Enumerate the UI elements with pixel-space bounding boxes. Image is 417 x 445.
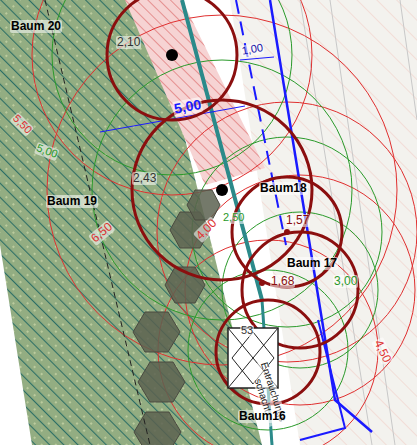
dimension: 2,43 [132,172,157,185]
dimension: 4,00 [193,216,220,243]
tree-name: Baum 17 [286,257,338,270]
hexagon-pavers [133,190,220,445]
dimension: 5,00 [34,142,60,161]
dimension: 1,00 [240,42,265,57]
dimension: 5,00 [172,97,203,117]
dimension: 5,50 [10,112,35,137]
road-area [230,0,417,445]
boundary-line [270,0,372,432]
tree-name: Baum16 [238,410,287,423]
dimension: 1,68 [270,275,295,288]
tree-name: Baum18 [259,182,308,195]
dimension: 2,10 [116,36,141,49]
dimension: 4,50 [372,337,394,365]
dimension: 3,00 [333,275,358,288]
dimension: 6,50 [88,220,116,246]
tree-name: Baum 20 [10,20,62,33]
radius-circles [32,0,417,445]
tree-name: Baum 19 [46,195,98,208]
dimension: 53 [240,325,254,337]
pink-hatch [125,0,265,185]
dimension: 2,50 [222,212,245,224]
dimension: 1,57 [285,214,310,227]
tree-crowns [107,0,358,404]
